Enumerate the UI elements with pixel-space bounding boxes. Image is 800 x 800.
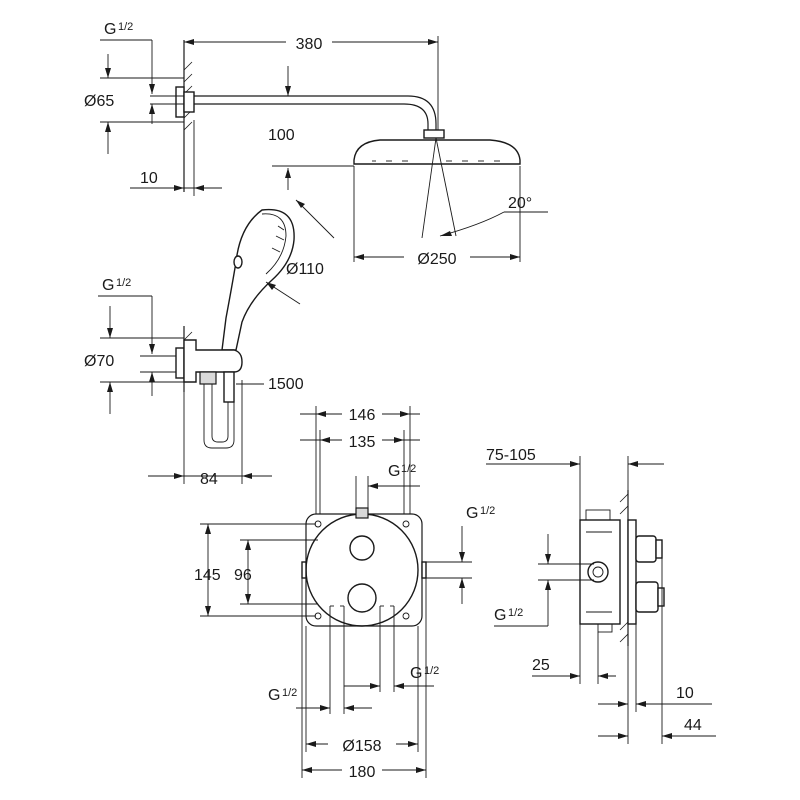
shower-arm-upper	[194, 95, 437, 130]
temperature-knob	[349, 535, 375, 561]
elbow-dia-text: Ø70	[84, 353, 114, 370]
top-thread-frac: 1/2	[118, 21, 133, 33]
box-top-port	[355, 507, 369, 519]
hose-loop-inner	[211, 384, 229, 443]
shower-head	[353, 139, 521, 165]
wall-hatch-side	[619, 493, 629, 643]
side-thread-frac: 1/2	[508, 607, 523, 619]
side-box-top-port	[585, 509, 611, 521]
wall-gap-text: 10	[140, 170, 158, 187]
hand-shower-face	[261, 213, 287, 275]
box-bottom-right-thread-g: G	[410, 665, 422, 682]
handshower-dia-text: Ø110	[286, 261, 324, 278]
install-depth-text: 75-105	[486, 447, 536, 464]
side-knob-top-cap	[655, 539, 663, 559]
hose-loop-outer	[203, 384, 235, 449]
box-side-thread-frac: 1/2	[480, 505, 495, 517]
side-depth-25-text: 25	[532, 657, 550, 674]
shower-arm-lower	[194, 103, 429, 130]
wall-plate-dia-text: Ø65	[84, 93, 114, 110]
side-box-bottom-port	[597, 623, 613, 633]
side-knob-bottom-cap	[657, 587, 665, 607]
box-bottom-left-thread-g: G	[268, 687, 280, 704]
trim-plate-dia-text: Ø158	[342, 738, 381, 755]
box-width-outer-text: 146	[349, 407, 376, 424]
tilt-line-right	[435, 137, 457, 237]
flow-knob	[347, 583, 377, 613]
box-height-text: 145	[194, 567, 221, 584]
hand-shower-nozzles	[271, 225, 285, 253]
wall-flange-top	[175, 86, 185, 118]
box-inner-height-text: 96	[234, 567, 252, 584]
side-knob-bottom	[635, 581, 659, 613]
holder-stem	[223, 371, 235, 403]
elbow-outlet	[199, 371, 217, 385]
trim-plate-width-text: 180	[349, 764, 376, 781]
top-thread-g: G	[104, 21, 116, 38]
arm-drop-text: 100	[268, 127, 295, 144]
box-bottom-left-thread-frac: 1/2	[282, 687, 297, 699]
tilt-line-left	[421, 137, 437, 239]
head-dia-text: Ø250	[417, 251, 456, 268]
hand-shower-body	[221, 208, 295, 351]
concealed-box-side: 75-105 G 1/2 25 10 44	[486, 447, 716, 744]
dim-380-text: 380	[296, 36, 323, 53]
arm-rosette	[183, 91, 195, 113]
side-depth-10-text: 10	[676, 685, 694, 702]
hand-shower-assembly: Ø110 G 1/2 Ø70	[84, 199, 335, 488]
hand-shower-button	[233, 255, 243, 269]
side-depth-44-text: 44	[684, 717, 702, 734]
side-thread-g: G	[494, 607, 506, 624]
head-connector	[423, 129, 445, 139]
box-left-port	[301, 561, 307, 579]
box-bottom-right-thread-frac: 1/2	[424, 665, 439, 677]
box-width-inner-text: 135	[349, 434, 376, 451]
concealed-box-front: 146 135 G 1/2 G 1/2 145	[194, 404, 495, 781]
box-side-thread-g: G	[466, 505, 478, 522]
side-trim-plate	[627, 519, 637, 625]
elbow-thread-g: G	[102, 277, 114, 294]
box-top-thread-frac: 1/2	[401, 463, 416, 475]
side-valve	[587, 561, 609, 583]
wall-flange-mid	[175, 347, 185, 379]
overhead-shower-assembly: 380 G 1/2 Ø65 100 10 20°	[84, 21, 548, 268]
hose-length-text: 1500	[268, 376, 304, 393]
elbow-thread-frac: 1/2	[116, 277, 131, 289]
holder-projection-text: 84	[200, 471, 218, 488]
box-right-port	[421, 561, 427, 579]
box-top-thread-g: G	[388, 463, 400, 480]
side-knob-top	[635, 535, 657, 563]
